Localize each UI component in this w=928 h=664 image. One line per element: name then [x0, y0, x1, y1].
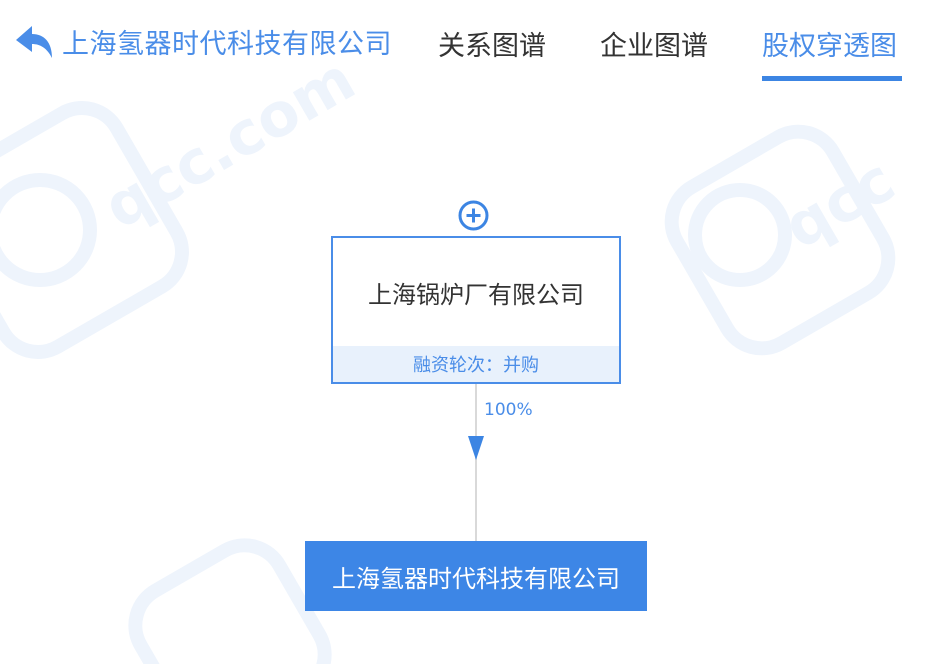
plus-circle-icon[interactable] — [458, 200, 489, 231]
ownership-percentage: 100% — [484, 400, 533, 420]
shareholder-name: 上海锅炉厂有限公司 — [368, 280, 584, 309]
financing-round: 融资轮次：并购 — [333, 346, 619, 382]
shareholder-node[interactable]: 上海锅炉厂有限公司 融资轮次：并购 — [331, 236, 621, 384]
reply-arrow-icon — [16, 25, 52, 58]
company-title[interactable]: 上海氢器时代科技有限公司 — [62, 29, 392, 60]
tab-equity-penetration[interactable]: 股权穿透图 — [762, 31, 897, 62]
active-tab-indicator — [762, 76, 902, 81]
header: 上海氢器时代科技有限公司 关系图谱 企业图谱 股权穿透图 — [0, 0, 928, 84]
tab-relationship-graph[interactable]: 关系图谱 — [438, 31, 546, 62]
svg-text:qcc: qcc — [773, 145, 907, 263]
ownership-edge — [475, 382, 477, 542]
back-button[interactable]: 上海氢器时代科技有限公司 — [14, 22, 392, 61]
target-company-node[interactable]: 上海氢器时代科技有限公司 — [305, 541, 647, 611]
arrow-down-icon — [468, 436, 484, 460]
tab-enterprise-graph[interactable]: 企业图谱 — [600, 31, 708, 62]
